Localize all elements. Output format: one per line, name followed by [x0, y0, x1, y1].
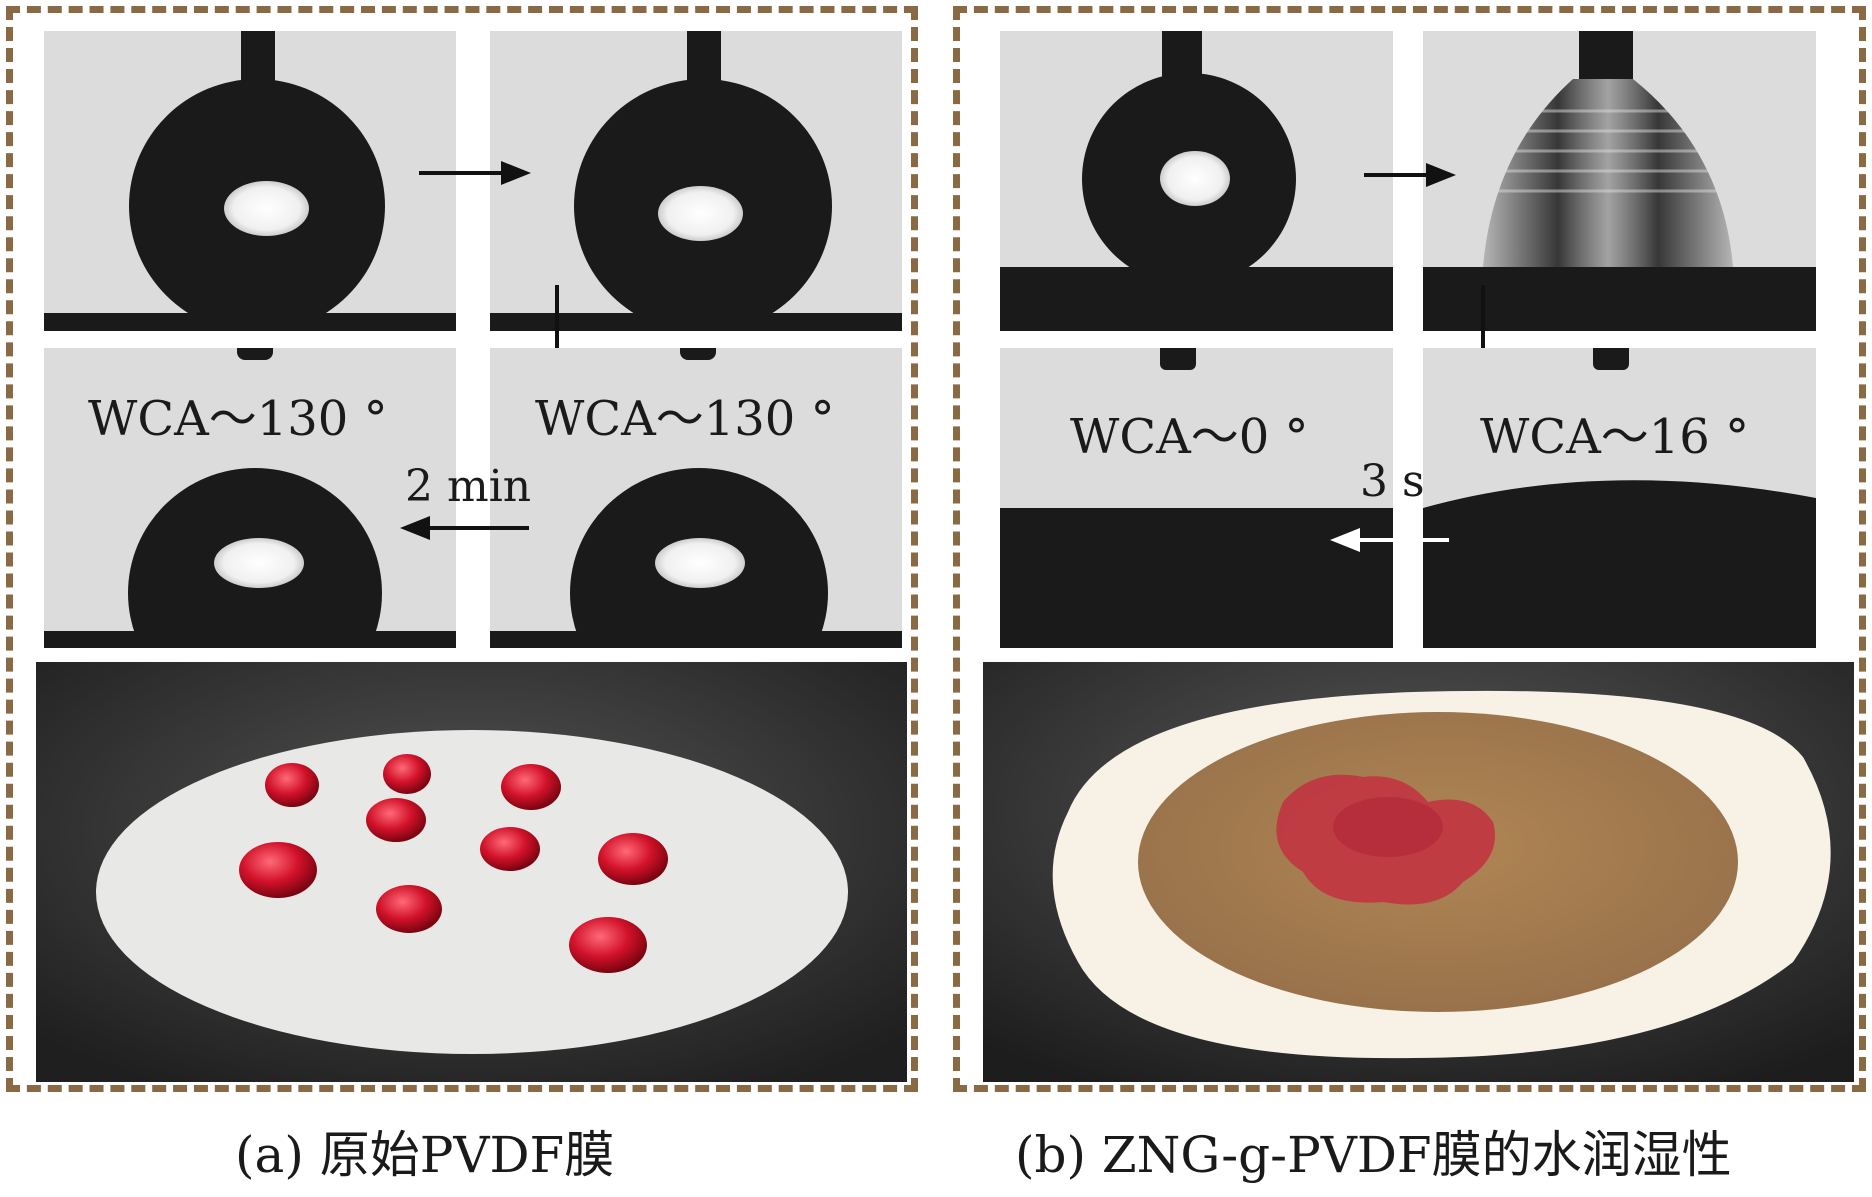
hydrophilic-membrane-illustration [983, 662, 1854, 1082]
time-label: 2 min [405, 461, 532, 512]
needle [687, 31, 721, 86]
contact-angle-frame-b1 [1000, 31, 1393, 331]
time-label: 3 s [1360, 456, 1425, 507]
membrane-disc [96, 730, 848, 1054]
contact-angle-frame-a1 [44, 31, 456, 331]
needle [1579, 31, 1633, 79]
droplet-highlight [1160, 151, 1230, 206]
substrate [44, 313, 456, 331]
red-droplet [239, 842, 317, 898]
needle [1162, 31, 1202, 79]
membrane-photo-b [983, 662, 1854, 1082]
hydrophobic-membrane-illustration [36, 662, 907, 1082]
red-stain-inner [1333, 797, 1443, 857]
red-droplet [366, 798, 426, 842]
red-droplet [265, 763, 319, 807]
membrane-photo-a [36, 662, 907, 1082]
droplet-highlight [658, 186, 743, 241]
red-droplet [569, 917, 647, 973]
spread-film-illustration [1423, 480, 1816, 648]
wca-label-left: WCA～130 ° [88, 391, 388, 447]
droplet-highlight [224, 181, 309, 236]
needle [237, 348, 273, 360]
red-droplet [598, 833, 668, 885]
red-droplet [501, 764, 561, 810]
substrate [490, 631, 902, 648]
caption-a: (a) 原始PVDF膜 [235, 1126, 615, 1184]
wca-label-right: WCA～16 ° [1480, 409, 1750, 465]
caption-b: (b) ZNG-g-PVDF膜的水润湿性 [1015, 1126, 1732, 1184]
substrate [1000, 508, 1393, 648]
red-droplet [480, 827, 540, 871]
arrow-right-icon [419, 161, 531, 185]
red-droplets [239, 754, 668, 973]
substrate [44, 631, 456, 648]
contact-angle-frame-a2 [490, 31, 902, 331]
wca-label-left: WCA～0 ° [1070, 409, 1309, 465]
needle [680, 348, 716, 360]
panel-b: WCA～0 ° WCA～16 ° 3 s [953, 6, 1866, 1092]
panel-a: WCA～130 ° WCA～130 ° 2 min [6, 6, 918, 1092]
red-droplet [376, 885, 442, 933]
red-droplet [383, 754, 431, 794]
droplet-highlight [214, 538, 304, 588]
substrate [1000, 267, 1393, 331]
contact-angle-frame-a4 [490, 348, 902, 648]
contact-angle-frame-b4 [1423, 348, 1816, 648]
contact-angle-frame-b3 [1000, 348, 1393, 648]
substrate [490, 313, 902, 331]
arrow-left-icon [1330, 528, 1449, 552]
arrow-right-icon [1364, 163, 1456, 187]
needle [1160, 348, 1196, 370]
contact-angle-frame-a3 [44, 348, 456, 648]
needle [241, 31, 275, 86]
arrow-left-icon [400, 516, 529, 540]
wca-label-right: WCA～130 ° [535, 391, 835, 447]
needle [1593, 348, 1629, 370]
droplet-highlight [655, 538, 745, 588]
contact-angle-frame-b2 [1423, 31, 1816, 331]
spreading-droplet-illustration [1423, 79, 1816, 331]
